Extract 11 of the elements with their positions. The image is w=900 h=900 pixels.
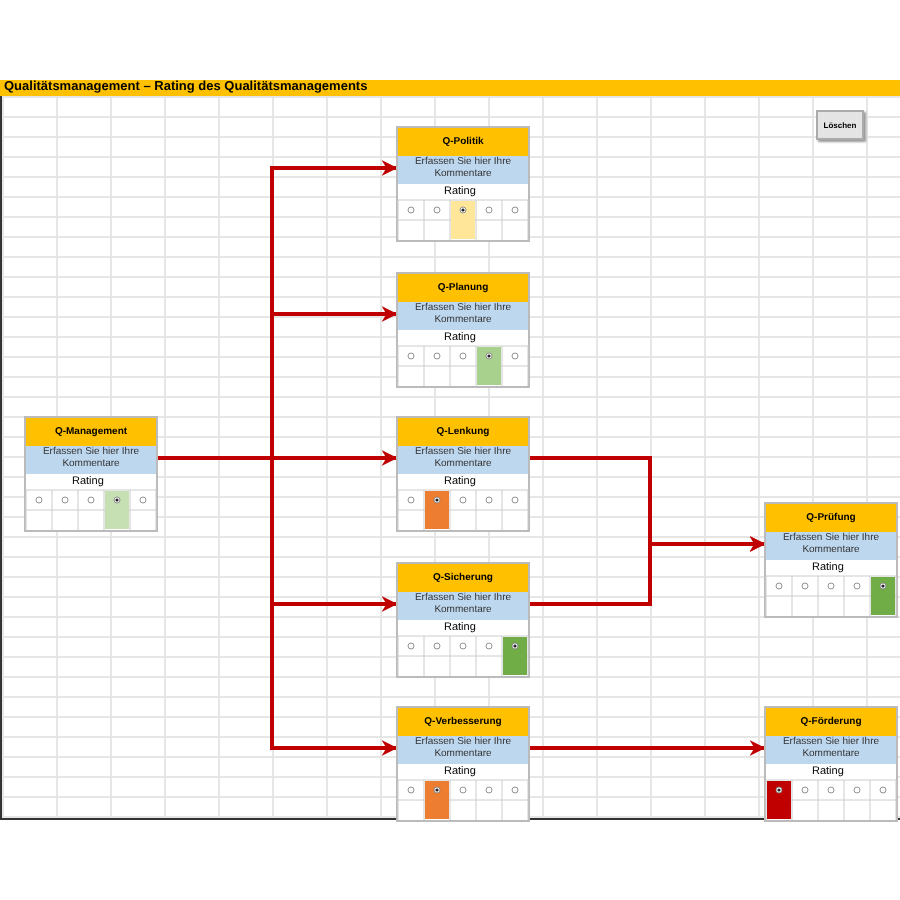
rating-card: [396, 126, 530, 242]
rating-card: [764, 706, 898, 822]
rating-card: [396, 706, 530, 822]
arrow: [530, 740, 766, 756]
rating-card: [396, 562, 530, 678]
rating-card: [24, 416, 158, 532]
rating-card: [396, 416, 530, 532]
rating-card: [764, 502, 898, 618]
rating-card: [396, 272, 530, 388]
arrow: [530, 536, 766, 606]
arrow: [158, 456, 398, 756]
